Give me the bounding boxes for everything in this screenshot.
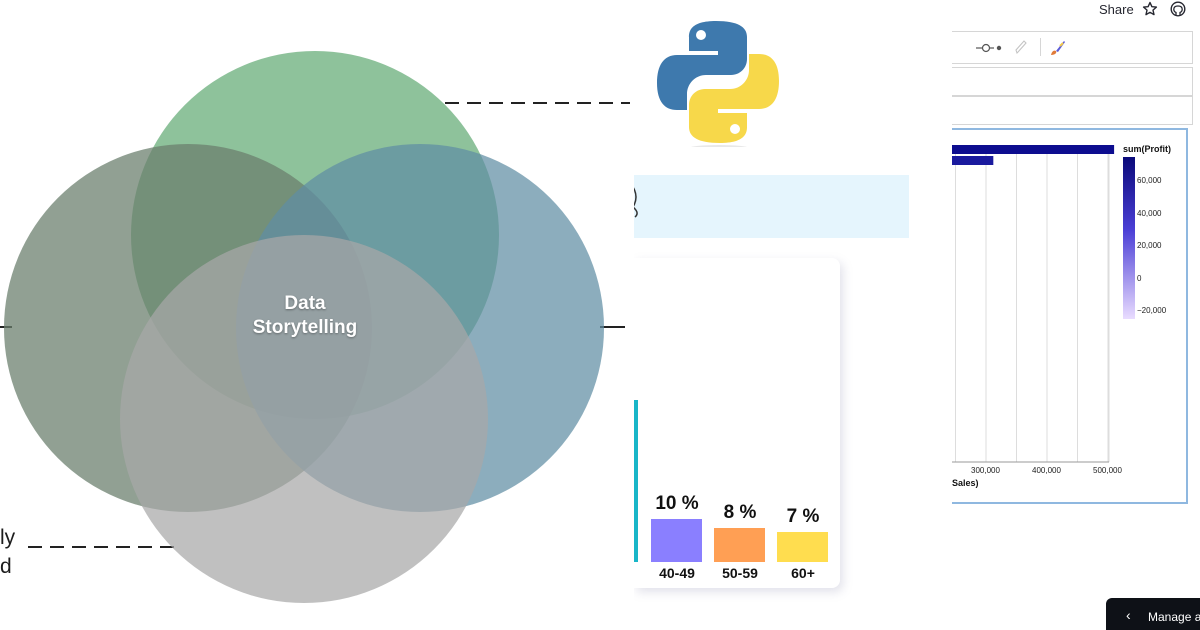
legend-tick-label: 20,000: [1137, 241, 1162, 251]
streamlit-app-panel: Share: [952, 0, 1200, 630]
age-group-card: 10 % 40-49 8 % 50-59 7 % 60+: [634, 258, 840, 588]
chart-bar[interactable]: [952, 156, 994, 165]
field-row-2[interactable]: [952, 96, 1193, 125]
age-bar-50-59: [714, 527, 765, 562]
x-tick-label: 300,000: [971, 466, 1000, 475]
x-axis-title: Sales): [952, 478, 979, 488]
python-logo-icon: [657, 21, 779, 147]
chevron-left-icon: ‹: [1126, 607, 1131, 623]
pencil-icon[interactable]: [1014, 39, 1028, 55]
legend-tick-label: −20,000: [1137, 305, 1167, 315]
info-banner: [634, 175, 909, 238]
venn-center-label-line1: Data: [284, 293, 326, 314]
x-tick-label: 500,000: [1093, 466, 1122, 475]
bar-chart: [952, 145, 1135, 463]
chart-container: [952, 128, 1188, 504]
age-percent-label: 7 %: [786, 505, 820, 527]
age-distribution-panel: 10 % 40-49 8 % 50-59 7 % 60+: [634, 0, 952, 630]
share-button[interactable]: Share: [1099, 2, 1134, 17]
toolbar-divider: [1040, 38, 1041, 56]
venn-center-label: Data Storytelling: [230, 292, 380, 340]
field-row-1[interactable]: [952, 67, 1193, 96]
cut-off-label-line1: ly: [0, 526, 16, 549]
chart-bar[interactable]: [952, 145, 1115, 154]
age-bar-40-49: [651, 519, 702, 562]
venn-diagram: [0, 51, 630, 603]
card-accent-bar: [634, 400, 638, 562]
star-icon[interactable]: [1142, 1, 1158, 17]
age-range-label: 50-59: [722, 565, 758, 581]
x-tick-label: 400,000: [1032, 466, 1061, 475]
legend-tick-label: 60,000: [1137, 176, 1162, 186]
cut-off-label-line2: d: [0, 555, 12, 578]
age-bar-60+: [777, 531, 828, 562]
paintbrush-icon[interactable]: [1048, 38, 1068, 58]
age-range-label: 60+: [791, 565, 815, 581]
partial-glyph-icon: [634, 187, 638, 218]
venn-circle-bottom: [120, 235, 488, 603]
age-percent-label: 10 %: [655, 493, 699, 514]
commit-icon[interactable]: [976, 42, 1002, 54]
venn-diagram-panel: Data Storytelling ly d: [0, 51, 630, 603]
age-range-label: 40-49: [659, 565, 695, 581]
legend-color-ramp: [1123, 157, 1135, 319]
legend-tick-label: 40,000: [1137, 208, 1162, 218]
manage-app-button[interactable]: ‹ Manage ap: [1106, 598, 1200, 630]
manage-app-label: Manage ap: [1148, 610, 1200, 624]
github-icon[interactable]: [1170, 1, 1186, 17]
age-percent-label: 8 %: [723, 501, 757, 523]
legend-title: sum(Profit): [1123, 144, 1171, 154]
chart-toolbar: [952, 31, 1193, 64]
legend-tick-label: 0: [1137, 273, 1142, 283]
venn-center-label-line2: Storytelling: [252, 317, 358, 338]
